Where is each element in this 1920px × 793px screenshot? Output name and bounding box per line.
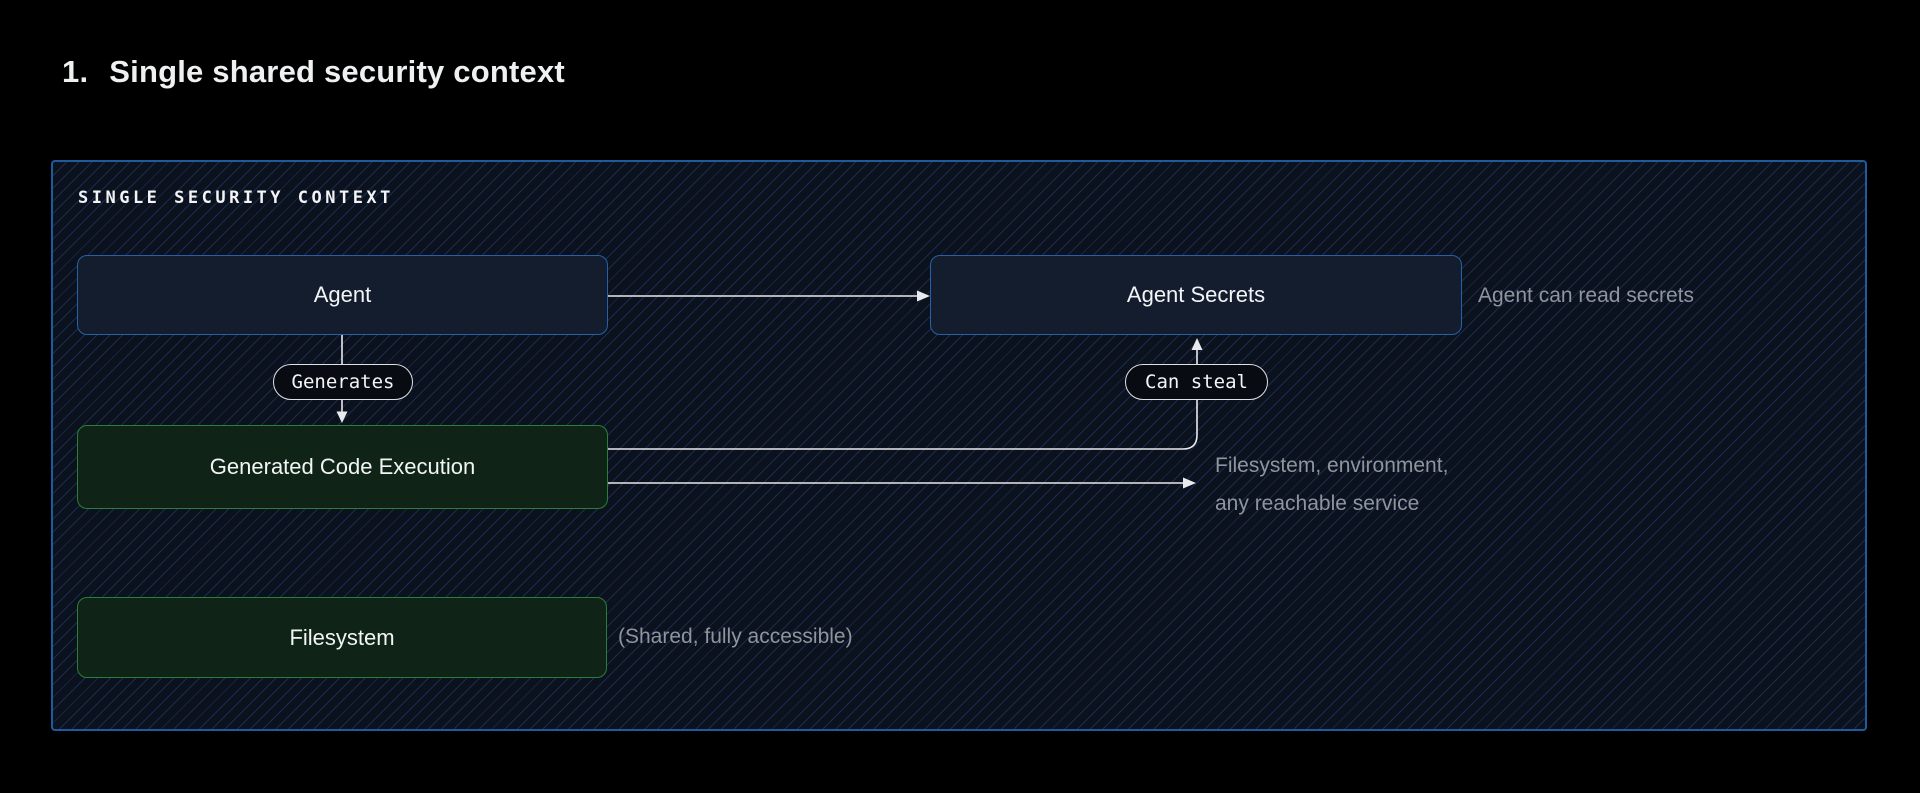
edge-label-can-steal: Can steal bbox=[1125, 364, 1268, 400]
node-filesystem-label: Filesystem bbox=[289, 624, 395, 650]
edge-label-can-steal-text: Can steal bbox=[1145, 371, 1248, 393]
node-generated-code-execution-label: Generated Code Execution bbox=[209, 454, 476, 479]
edge-label-generates-text: Generates bbox=[291, 371, 395, 393]
edge-generated-to-secrets bbox=[608, 350, 1198, 450]
arrowhead-agent-to-secrets bbox=[917, 290, 930, 302]
annotation-reachable-services-line2: any reachable service bbox=[1215, 492, 1420, 515]
arrowhead-agent-to-generated bbox=[336, 411, 348, 423]
annotation-reachable-services-line1: Filesystem, environment, bbox=[1215, 454, 1449, 477]
annotation-reachable-services: Filesystem, environment, any reachable s… bbox=[1215, 447, 1448, 523]
node-filesystem: Filesystem bbox=[77, 597, 607, 678]
node-agent-secrets-label: Agent Secrets bbox=[1126, 282, 1266, 307]
node-agent: Agent bbox=[77, 255, 608, 335]
arrowhead-generated-to-secrets bbox=[1191, 338, 1203, 350]
security-context-frame: SINGLE SECURITY CONTEXT Agent Agent Secr… bbox=[51, 160, 1867, 731]
node-generated-code-execution: Generated Code Execution bbox=[77, 425, 608, 509]
diagram-connectors bbox=[336, 290, 1203, 489]
arrowhead-generated-to-services bbox=[1183, 477, 1196, 489]
title-number: 1. bbox=[62, 54, 89, 89]
annotation-agent-can-read-secrets: Agent can read secrets bbox=[1478, 284, 1694, 307]
title-text: Single shared security context bbox=[109, 54, 565, 89]
annotation-shared-accessible: (Shared, fully accessible) bbox=[618, 625, 853, 648]
frame-label: SINGLE SECURITY CONTEXT bbox=[78, 188, 394, 208]
edge-label-generates: Generates bbox=[273, 364, 413, 400]
node-agent-label: Agent bbox=[313, 282, 372, 307]
node-agent-secrets: Agent Secrets bbox=[930, 255, 1462, 335]
page-title: 1. Single shared security context bbox=[62, 54, 565, 90]
